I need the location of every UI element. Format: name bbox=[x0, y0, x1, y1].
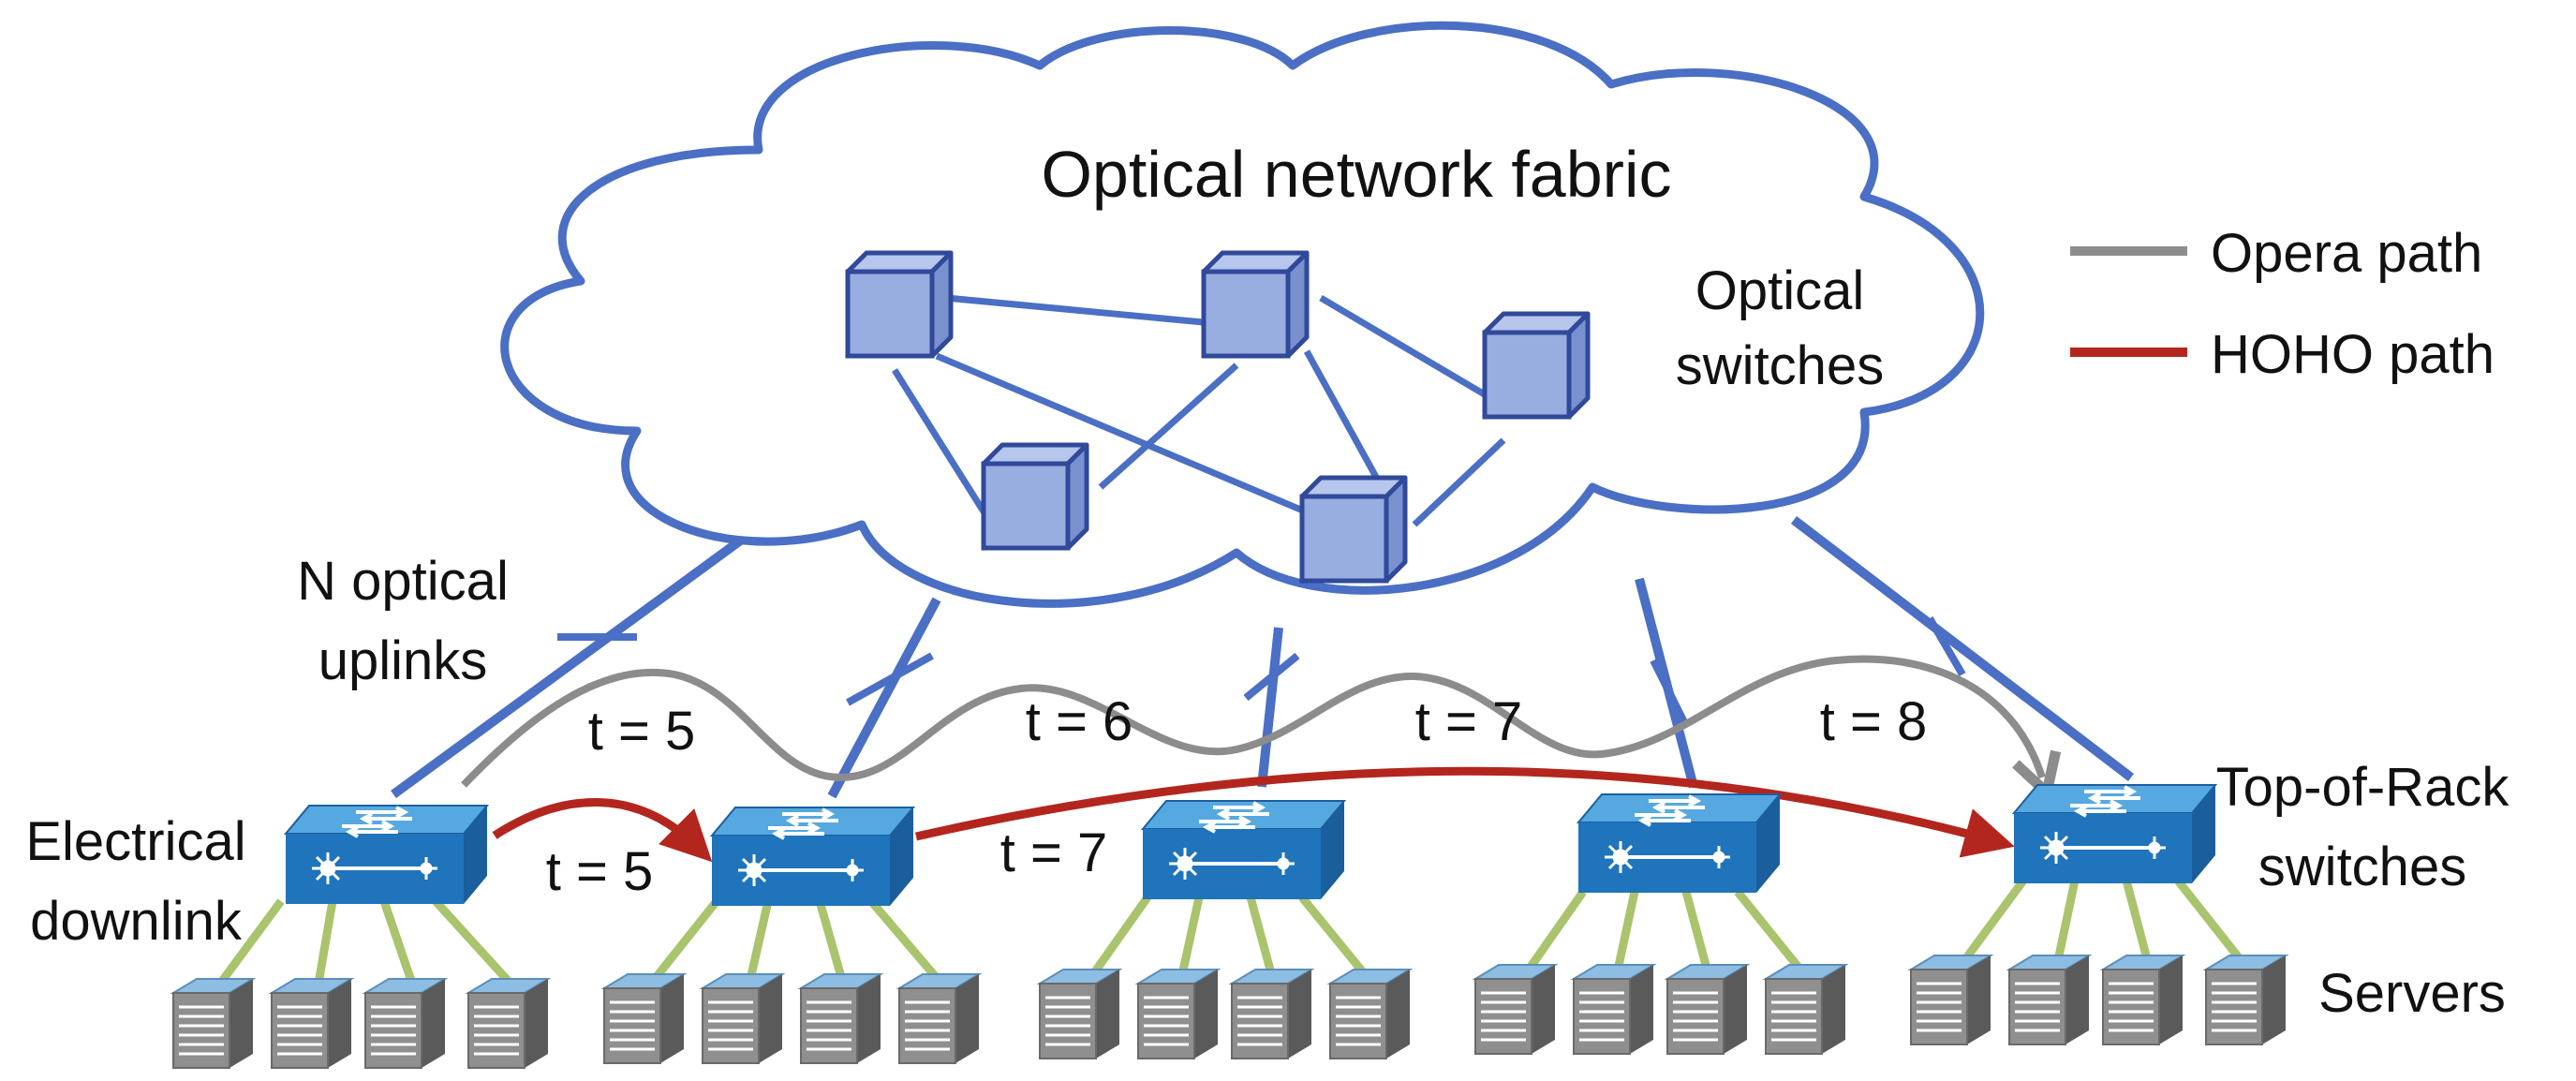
server bbox=[1230, 968, 1313, 1060]
tor-switch bbox=[284, 804, 489, 906]
server bbox=[799, 972, 882, 1065]
optical-switch-cube bbox=[1204, 253, 1307, 356]
server bbox=[602, 972, 686, 1065]
server bbox=[1909, 954, 1992, 1046]
hoho-path-hop2 bbox=[915, 766, 2015, 858]
server bbox=[171, 977, 255, 1070]
server bbox=[363, 977, 447, 1070]
optical-mesh-links bbox=[892, 294, 1506, 538]
hoho-time-1: t = 5 bbox=[546, 841, 653, 902]
optical-switch-cube bbox=[984, 445, 1087, 548]
server bbox=[897, 972, 981, 1065]
opera-path bbox=[461, 655, 2042, 785]
server bbox=[2101, 954, 2184, 1046]
server bbox=[1666, 963, 1749, 1056]
tor-switch bbox=[710, 806, 915, 908]
uplinks-label-line1: N optical bbox=[297, 551, 509, 612]
optical-switch-cube bbox=[848, 253, 951, 356]
server-group bbox=[1909, 954, 2287, 1046]
server bbox=[2204, 954, 2287, 1046]
optical-switches-label-line1: Optical bbox=[1695, 260, 1865, 321]
server bbox=[1764, 963, 1847, 1056]
optical-switch-cube bbox=[1485, 314, 1588, 417]
opera-time-3: t = 7 bbox=[1415, 691, 1522, 752]
server-group bbox=[1038, 968, 1412, 1060]
uplink-ticks bbox=[557, 615, 1966, 728]
hoho-path-hop1 bbox=[492, 797, 713, 863]
tor-switch bbox=[1141, 799, 1346, 901]
server bbox=[2007, 954, 2091, 1046]
hoho-time-2: t = 7 bbox=[1000, 822, 1107, 883]
server bbox=[1038, 968, 1121, 1060]
legend: Opera path HOHO path bbox=[2070, 223, 2495, 385]
legend-opera-label: Opera path bbox=[2211, 223, 2482, 284]
opera-time-2: t = 6 bbox=[1026, 691, 1133, 752]
downlink-label-line1: Electrical bbox=[25, 811, 245, 872]
server bbox=[1136, 968, 1220, 1060]
server bbox=[466, 977, 550, 1070]
legend-hoho-label: HOHO path bbox=[2211, 324, 2495, 385]
server-group bbox=[1473, 963, 1847, 1056]
opera-time-4: t = 8 bbox=[1820, 691, 1927, 752]
server-group bbox=[171, 977, 550, 1070]
server-group bbox=[602, 972, 981, 1065]
fabric-title: Optical network fabric bbox=[1041, 138, 1671, 211]
tor-switch bbox=[2012, 783, 2217, 885]
tor-label-line2: switches bbox=[2258, 837, 2466, 897]
server bbox=[1473, 963, 1557, 1056]
uplinks-label-line2: uplinks bbox=[318, 630, 488, 691]
tor-label-line1: Top-of-Rack bbox=[2216, 757, 2510, 818]
server bbox=[270, 977, 353, 1070]
opera-time-1: t = 5 bbox=[588, 701, 695, 762]
servers-label: Servers bbox=[2318, 963, 2506, 1024]
optical-uplinks bbox=[391, 516, 2135, 799]
downlink-label-line2: downlink bbox=[30, 891, 243, 952]
tor-switch bbox=[1577, 792, 1782, 895]
optical-switch-cube bbox=[1302, 478, 1405, 581]
server bbox=[1328, 968, 1412, 1060]
server bbox=[1572, 963, 1655, 1056]
optical-switches-label-line2: switches bbox=[1676, 335, 1884, 396]
server-links bbox=[216, 878, 2252, 987]
server bbox=[701, 972, 784, 1065]
